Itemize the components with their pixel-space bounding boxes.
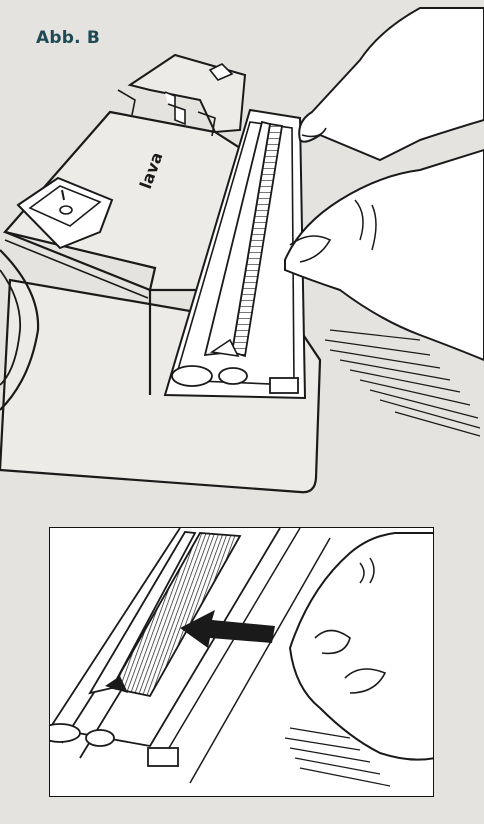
detail-inset [49, 527, 434, 797]
tray-pad-large [172, 366, 212, 386]
detail-illustration [50, 528, 434, 797]
hand-upper [299, 8, 484, 160]
hand-lower [285, 150, 484, 360]
tray-latch [270, 378, 298, 393]
vacuum-sealer-illustration: lava [0, 0, 484, 520]
tray-pad-small [219, 368, 247, 384]
